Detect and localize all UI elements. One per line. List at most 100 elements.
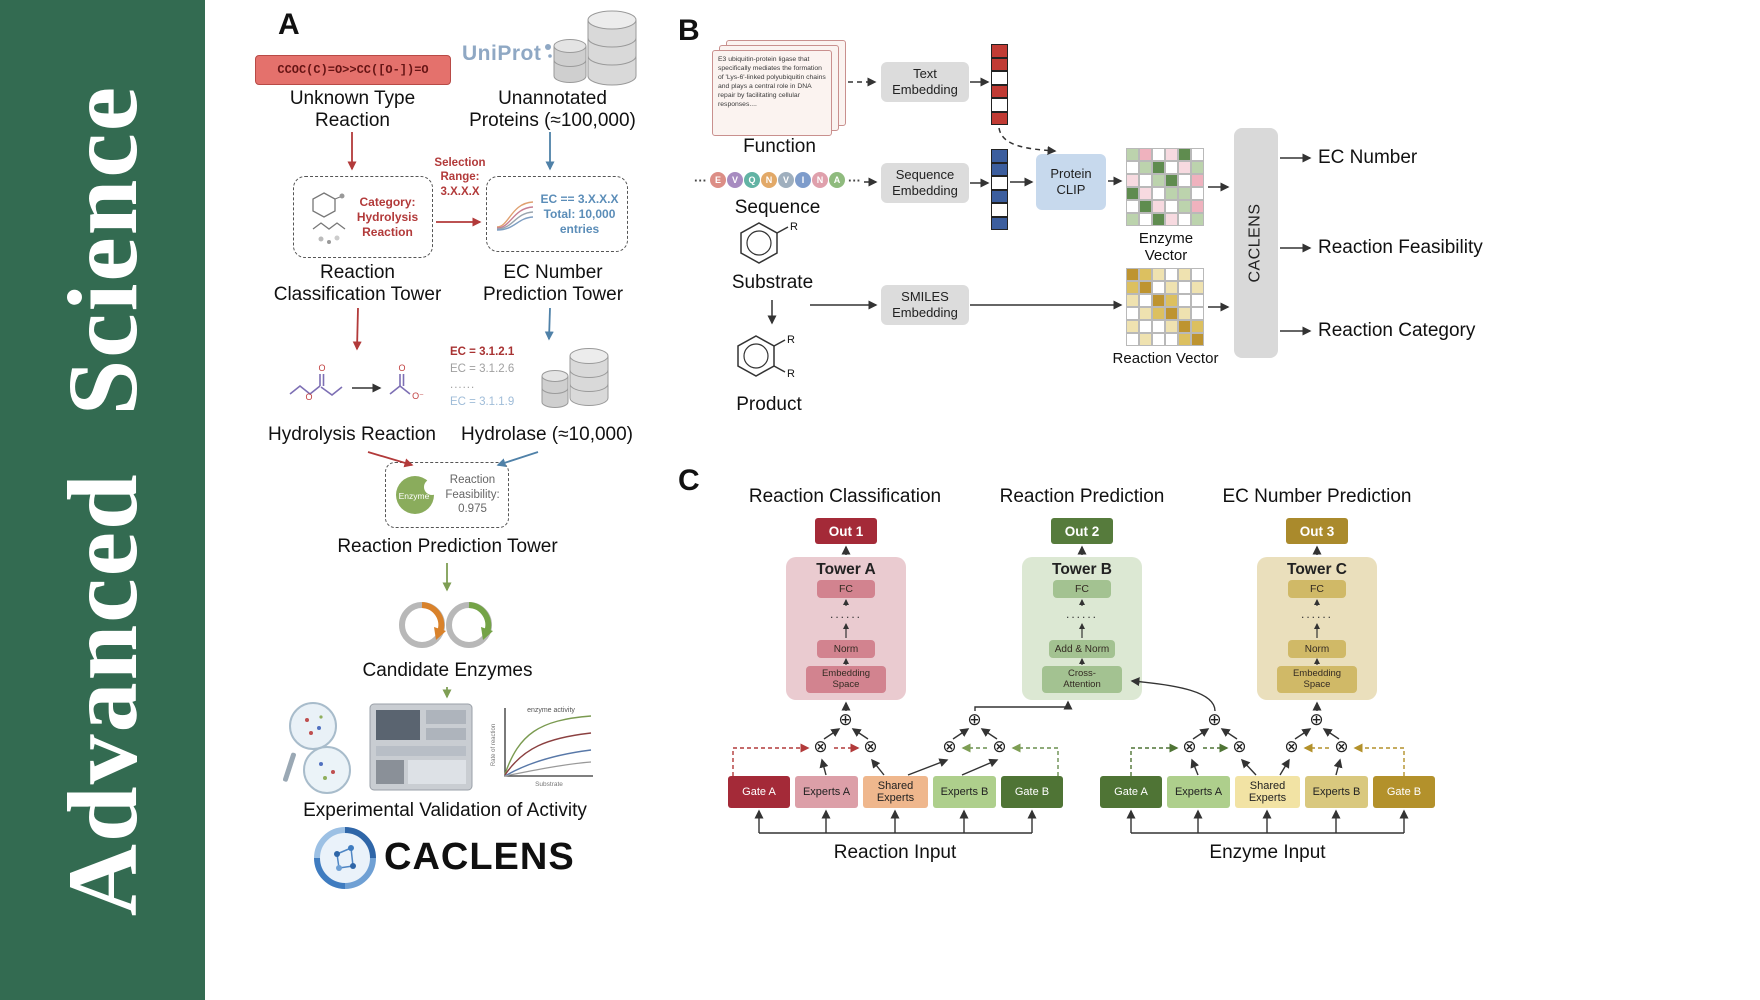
text-embedding-vector <box>991 44 1008 125</box>
ec-item-dots: ...... <box>450 379 476 392</box>
sum-node: ⊕ <box>1206 710 1223 730</box>
svg-text:O: O <box>398 363 405 373</box>
caclens-wordmark: CACLENS <box>384 836 575 878</box>
tower-a-fc-block: FC <box>817 580 875 598</box>
svg-text:O: O <box>318 363 325 373</box>
multiply-node: ⊗ <box>812 737 829 757</box>
substrate-molecule: R <box>740 221 798 264</box>
panel-c-gate-wires <box>732 743 1405 776</box>
enzyme-vector-label: Enzyme Vector <box>1138 230 1194 264</box>
prediction-tower-label: Reaction Prediction Tower <box>337 536 558 557</box>
gate-a-reaction-box: Gate A <box>728 776 790 808</box>
gate-b-enzyme-box: Gate B <box>1373 776 1435 808</box>
tower-c: Tower C FC ...... Norm Embedding Space <box>1257 557 1377 700</box>
tower-b-dots: ...... <box>1065 607 1098 621</box>
protein-clip-box: Protein CLIP <box>1036 154 1106 210</box>
column-title-ec-number-prediction: EC Number Prediction <box>1222 486 1412 507</box>
function-label: Function <box>743 136 816 157</box>
text-embedding-box: Text Embedding <box>881 62 969 102</box>
reaction-category-box: Category: Hydrolysis Reaction <box>293 176 433 258</box>
sum-node: ⊕ <box>1308 710 1325 730</box>
svg-text:O: O <box>305 392 312 402</box>
residue-token: I <box>795 172 811 188</box>
out1-box: Out 1 <box>815 518 877 544</box>
column-title-reaction-prediction: Reaction Prediction <box>999 486 1165 507</box>
panel-b-label: B <box>678 14 700 47</box>
ec-tower-label: EC Number Prediction Tower <box>482 262 624 306</box>
multiply-node: ⊗ <box>991 737 1008 757</box>
experts-b-enzyme-box: Experts B <box>1305 776 1368 808</box>
category-text: Category: Hydrolysis Reaction <box>356 194 419 239</box>
svg-text:Substrate: Substrate <box>535 781 563 788</box>
panel-a-label: A <box>278 8 300 41</box>
out2-box: Out 2 <box>1051 518 1113 544</box>
tower-a-embedding-space-block: Embedding Space <box>806 666 886 693</box>
experts-a-reaction-box: Experts A <box>795 776 858 808</box>
residue-token: V <box>727 172 743 188</box>
unannotated-proteins-label: Unannotated Proteins (≈100,000) <box>469 88 636 132</box>
molecule-sketch-icon <box>312 192 346 244</box>
tower-b-fc-block: FC <box>1053 580 1111 598</box>
tower-a-title: Tower A <box>816 561 876 578</box>
shared-experts-enzyme-box: Shared Experts <box>1235 776 1300 808</box>
petri-dishes-icon <box>283 702 351 794</box>
hydrolysis-reaction-drawing: O O O O⁻ <box>289 363 424 402</box>
experts-b-reaction-box: Experts B <box>933 776 996 808</box>
svg-text:R: R <box>787 334 795 346</box>
selection-range-label: Selection Range: 3.X.X.X <box>434 157 486 198</box>
output-ec-number: EC Number <box>1318 147 1418 168</box>
tower-a-dots: ...... <box>829 607 862 621</box>
residue-token: Q <box>744 172 760 188</box>
column-title-reaction-classification: Reaction Classification <box>748 486 942 507</box>
ellipsis-left: ··· <box>694 172 707 188</box>
output-reaction-feasibility: Reaction Feasibility <box>1318 237 1483 258</box>
multiply-node: ⊗ <box>862 737 879 757</box>
activity-plot: enzyme activity Rate of reaction Substra… <box>491 707 593 788</box>
hydrolase-database-icon <box>541 348 609 408</box>
residue-token: N <box>812 172 828 188</box>
classification-tower-label: Reaction Classification Tower <box>273 262 442 306</box>
reaction-vector-matrix <box>1126 268 1204 346</box>
sequence-embedding-vector <box>991 149 1008 230</box>
ec-filter-text: EC == 3.X.X.X Total: 10,000 entries <box>540 191 619 236</box>
svg-text:Enzyme: Enzyme <box>399 491 430 501</box>
tower-c-embedding-space-block: Embedding Space <box>1277 666 1357 693</box>
hplc-instrument-icon <box>369 703 473 791</box>
ec-item-1: EC = 3.1.2.1 <box>450 346 515 358</box>
enzyme-icon: Enzyme <box>396 476 441 514</box>
function-card-stack: E3 ubiquitin-protein ligase that specifi… <box>712 40 847 138</box>
multiply-node: ⊗ <box>1231 737 1248 757</box>
multiply-node: ⊗ <box>1283 737 1300 757</box>
plasmids-icon <box>399 602 493 648</box>
validation-label: Experimental Validation of Activity <box>303 800 587 821</box>
residue-token: V <box>778 172 794 188</box>
tower-a-norm-block: Norm <box>817 640 875 658</box>
feasibility-text: Reaction Feasibility: 0.975 <box>445 473 500 516</box>
ec-item-2: EC = 3.1.2.6 <box>450 362 515 375</box>
reaction-input-label: Reaction Input <box>833 842 957 863</box>
hydrolase-label: Hydrolase (≈10,000) <box>460 424 633 445</box>
curves-icon <box>497 201 534 231</box>
enzyme-input-label: Enzyme Input <box>1209 842 1326 863</box>
product-molecule: R R <box>737 334 795 380</box>
journal-title: Advanced Science <box>47 84 159 916</box>
svg-text:Rate of reaction: Rate of reaction <box>491 724 497 766</box>
multiply-node: ⊗ <box>1333 737 1350 757</box>
ellipsis-right: ··· <box>848 172 861 188</box>
function-card-front: E3 ubiquitin-protein ligase that specifi… <box>712 50 832 136</box>
feasibility-box: Enzyme Reaction Feasibility: 0.975 <box>385 462 509 528</box>
tower-b: Tower B FC ...... Add & Norm Cross- Atte… <box>1022 557 1142 700</box>
tower-b-title: Tower B <box>1052 561 1112 578</box>
product-label: Product <box>736 394 802 415</box>
sequence-label: Sequence <box>734 197 821 218</box>
tower-c-norm-block: Norm <box>1288 640 1346 658</box>
ec-filter-box: EC == 3.X.X.X Total: 10,000 entries <box>486 176 628 252</box>
reaction-vector-label: Reaction Vector <box>1112 350 1219 367</box>
multiply-node: ⊗ <box>1181 737 1198 757</box>
ec-item-3: EC = 3.1.1.9 <box>450 396 515 409</box>
unknown-reaction-label: Unknown Type Reaction <box>289 88 416 132</box>
shared-experts-reaction-box: Shared Experts <box>863 776 928 808</box>
experts-a-enzyme-box: Experts A <box>1167 776 1230 808</box>
tower-b-cross-attention-block: Cross- Attention <box>1042 666 1122 693</box>
journal-sidebar: Advanced Science <box>0 0 205 1000</box>
